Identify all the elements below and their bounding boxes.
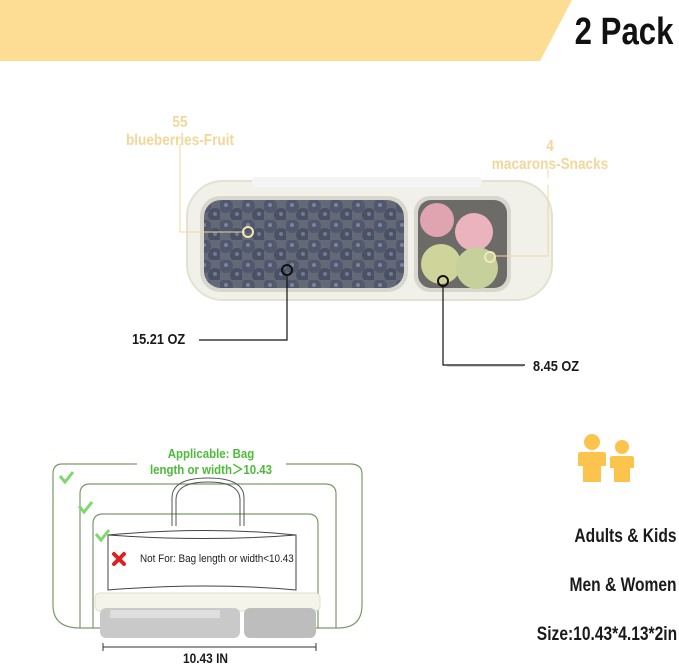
- width-dimension-label: 10.43 IN: [183, 650, 228, 666]
- pack-count-title: 2 Pack: [574, 11, 673, 53]
- large-compartment-capacity: 15.21 OZ: [132, 331, 186, 348]
- macarons-callout: 4 macarons-Snacks: [482, 138, 618, 174]
- container-top-view: [179, 133, 553, 367]
- bag-fit-diagram: [52, 463, 363, 651]
- macarons-count: 4: [546, 138, 554, 155]
- header-banner: [0, 0, 572, 61]
- applicable-bag-note: Applicable: Bag length or width＞10.43: [145, 446, 277, 478]
- feature-men-women: Men & Women: [569, 575, 677, 596]
- blueberries-count: 55: [172, 114, 188, 131]
- people-icon: [578, 434, 634, 482]
- applicable-line-2: length or width＞10.43: [149, 462, 273, 477]
- feature-size: Size:10.43*4.13*2in: [536, 624, 677, 645]
- blueberries-label: blueberries-Fruit: [125, 132, 235, 149]
- small-compartment-capacity: 8.45 OZ: [533, 358, 580, 375]
- macarons-label: macarons-Snacks: [491, 156, 609, 173]
- feature-adults-kids: Adults & Kids: [574, 526, 677, 547]
- fail-x-icon: [110, 549, 128, 567]
- blueberries-callout: 55 blueberries-Fruit: [112, 114, 248, 150]
- not-for-note: Not For: Bag length or width<10.43: [140, 553, 294, 565]
- applicable-line-1: Applicable: Bag: [167, 446, 255, 461]
